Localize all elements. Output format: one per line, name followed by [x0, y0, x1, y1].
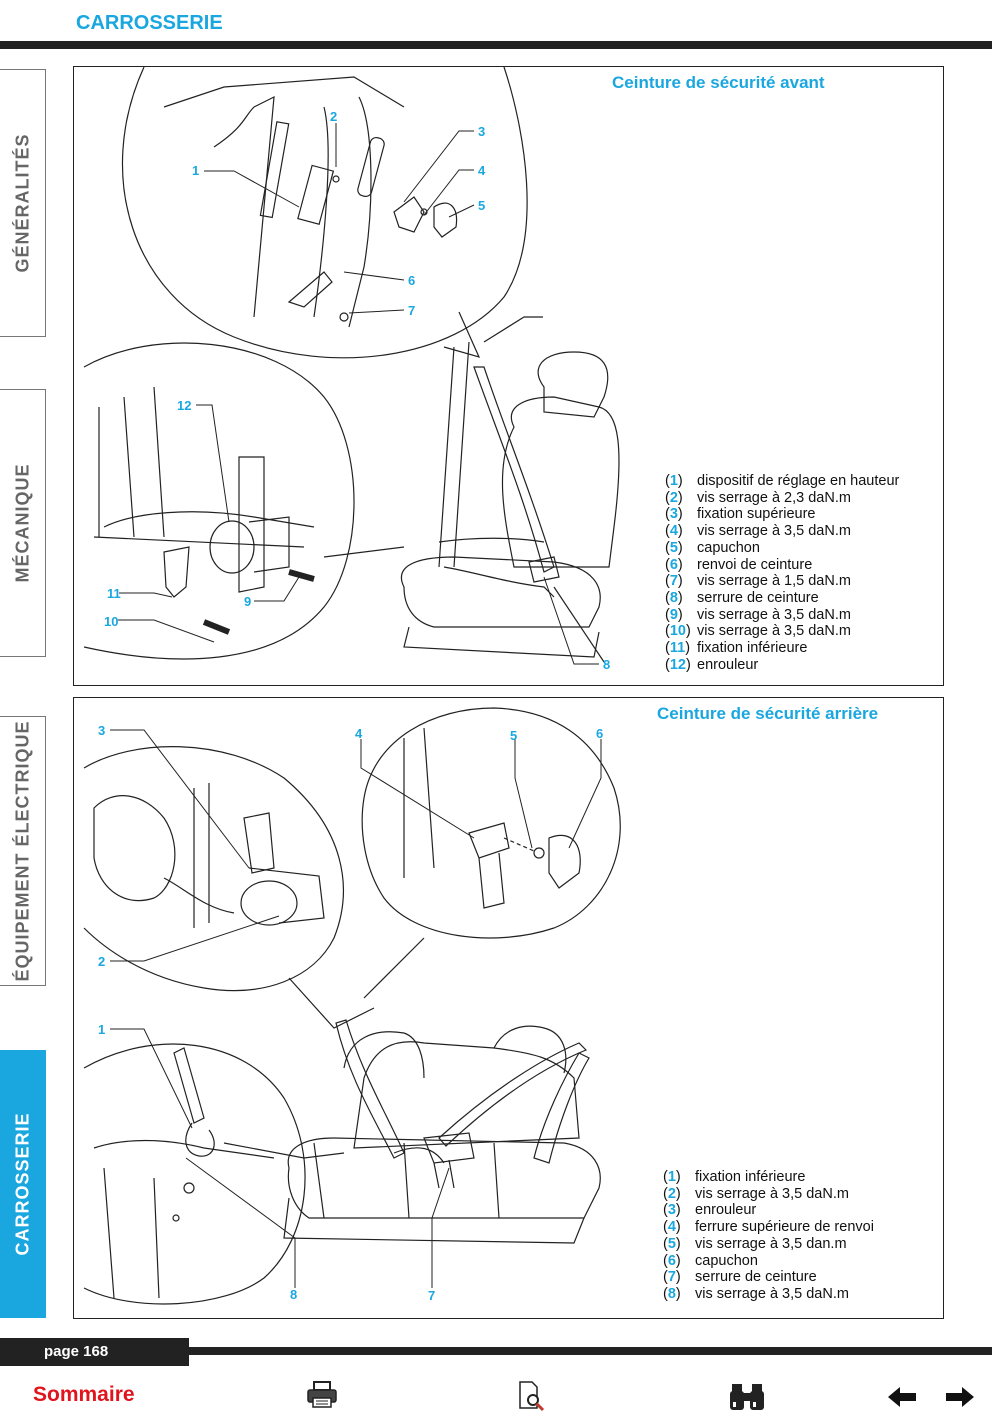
callout-4: 4: [478, 163, 486, 178]
sommaire-link[interactable]: Sommaire: [33, 1383, 135, 1406]
callout-4: 4: [355, 726, 363, 741]
tab-label: MÉCANIQUE: [12, 463, 32, 583]
legend-row: (6)renvoi de ceinture: [665, 556, 813, 573]
callout-5: 5: [510, 728, 517, 743]
legend-row: (1)fixation inférieure: [663, 1169, 806, 1185]
legend-row: (9)vis serrage à 3,5 daN.m: [665, 606, 851, 623]
rear-upper-detail-circle: [361, 707, 621, 939]
front-lower-detail-circle: [83, 342, 355, 660]
legend-row: (8)serrure de ceinture: [665, 589, 819, 606]
callout-6: 6: [408, 273, 415, 288]
rear-seatbelt-diagram: 3 2 1 4 5 6 8 7: [83, 707, 621, 1305]
rear-bench-seat: [343, 1031, 425, 1079]
legend-row: (4)vis serrage à 3,5 daN.m: [665, 523, 851, 540]
legend-row: (5)capuchon: [665, 539, 760, 556]
legend-row: (1)dispositif de réglage en hauteur: [665, 473, 900, 489]
document-zoom-icon[interactable]: [517, 1380, 547, 1412]
callout-2: 2: [98, 954, 105, 969]
callout-1: 1: [98, 1022, 105, 1037]
page-number: page 168: [44, 1343, 109, 1360]
callout-12: 12: [177, 398, 191, 413]
callout-7: 7: [428, 1288, 435, 1303]
legend-row: (11)fixation inférieure: [665, 640, 808, 657]
callout-10: 10: [104, 614, 118, 629]
callout-8: 8: [290, 1287, 297, 1302]
callout-3: 3: [478, 124, 485, 139]
legend-row: (7)serrure de ceinture: [663, 1269, 817, 1286]
legend-row: (3)fixation supérieure: [665, 506, 816, 523]
legend-row: (4)ferrure supérieure de renvoi: [663, 1219, 874, 1236]
page-number-bar: page 168: [0, 1338, 189, 1366]
panel-title-rear: Ceinture de sécurité arrière: [657, 704, 879, 723]
panel-title-front: Ceinture de sécurité avant: [612, 73, 825, 92]
tab-label: ÉQUIPEMENT ÉLECTRIQUE: [12, 720, 32, 982]
tab-mecanique[interactable]: MÉCANIQUE: [0, 389, 46, 657]
tab-label: CARROSSERIE: [12, 1112, 32, 1256]
legend-row: (2)vis serrage à 2,3 daN.m: [665, 489, 851, 506]
callout-3: 3: [98, 723, 105, 738]
callout-2: 2: [330, 109, 337, 124]
arrow-left-icon[interactable]: [886, 1385, 918, 1409]
callout-1: 1: [192, 163, 199, 178]
callout-9: 9: [244, 594, 251, 609]
callout-8: 8: [603, 657, 610, 672]
legend-row: (8)vis serrage à 3,5 daN.m: [663, 1285, 849, 1302]
panel-front-seatbelt: 1 2 3 4 5 6 7 8 9 10 11 12 Ceinture de s…: [73, 66, 944, 686]
header-rule: [0, 41, 992, 49]
tab-label: GÉNÉRALITÉS: [12, 133, 32, 273]
legend-front: (1)dispositif de réglage en hauteur (2)v…: [665, 473, 899, 673]
arrow-right-icon[interactable]: [944, 1385, 976, 1409]
callout-6: 6: [596, 726, 603, 741]
panel-rear-seatbelt: 3 2 1 4 5 6 8 7 Ceinture de sécurité arr…: [73, 697, 944, 1319]
footer-rule: [189, 1347, 992, 1355]
tab-generalites[interactable]: GÉNÉRALITÉS: [0, 69, 46, 337]
callout-5: 5: [478, 198, 485, 213]
callout-7: 7: [408, 303, 415, 318]
print-icon[interactable]: [305, 1380, 339, 1410]
rear-retractor-detail-circle: [83, 746, 344, 992]
legend-row: (7)vis serrage à 1,5 daN.m: [665, 573, 851, 590]
front-upper-detail-circle: [122, 67, 528, 359]
tab-carrosserie[interactable]: CARROSSERIE: [0, 1050, 46, 1318]
legend-row: (10)vis serrage à 3,5 daN.m: [665, 623, 851, 640]
legend-row: (3)enrouleur: [663, 1202, 757, 1219]
front-seatbelt-diagram: 1 2 3 4 5 6 7 8 9 10 11 12: [83, 67, 620, 672]
front-seat: [537, 351, 609, 418]
legend-row: (2)vis serrage à 3,5 daN.m: [663, 1185, 849, 1202]
legend-row: (6)capuchon: [663, 1252, 758, 1269]
section-title: CARROSSERIE: [76, 12, 223, 34]
tab-equipement-electrique[interactable]: ÉQUIPEMENT ÉLECTRIQUE: [0, 716, 46, 986]
rear-lower-detail-circle: [83, 1043, 306, 1305]
legend-row: (12)enrouleur: [665, 656, 759, 673]
binoculars-icon[interactable]: [728, 1380, 768, 1412]
legend-rear: (1)fixation inférieure (2)vis serrage à …: [663, 1169, 874, 1303]
callout-11: 11: [107, 586, 121, 601]
legend-row: (5)vis serrage à 3,5 dan.m: [663, 1235, 847, 1252]
